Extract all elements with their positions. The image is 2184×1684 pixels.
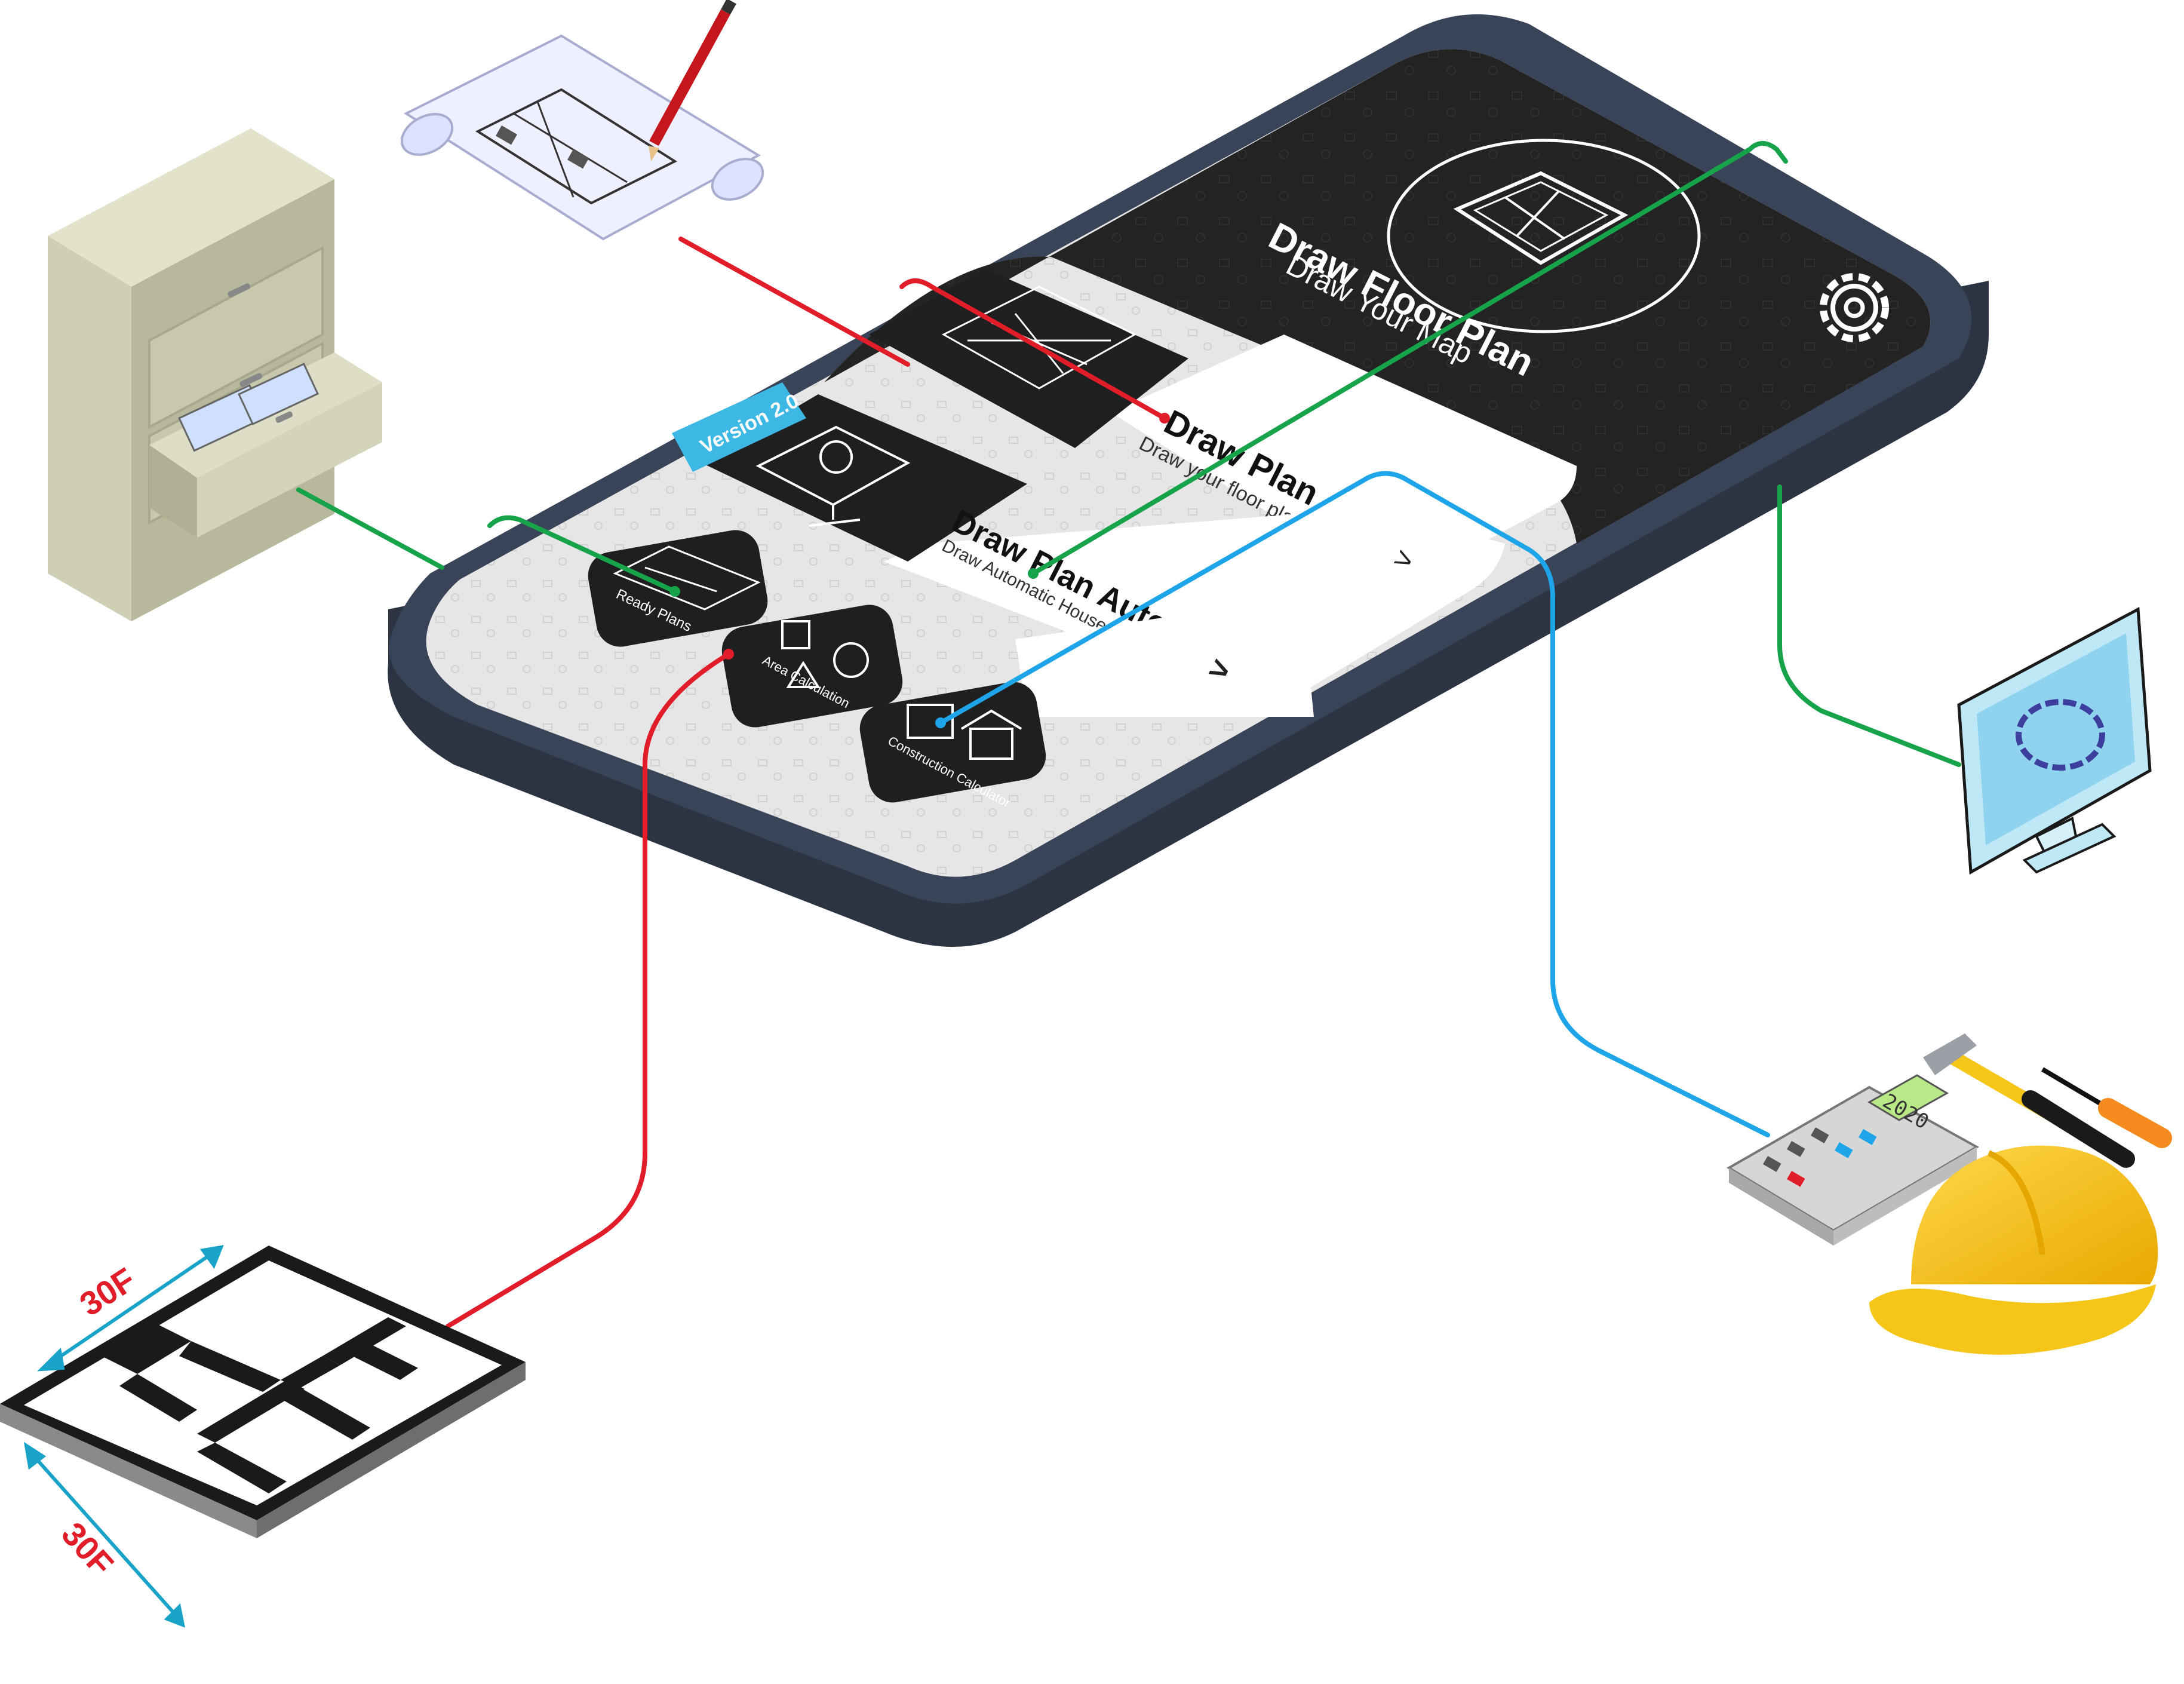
blueprint-scroll-illustration: [400, 0, 764, 241]
calculator-illustration: 2020: [1727, 1074, 1980, 1246]
brain-monitor-icon: [755, 425, 911, 527]
dimension-arrow-left: [23, 1441, 186, 1628]
blueprint-icon: [613, 545, 761, 611]
area-calculation-button[interactable]: Area Calculation: [718, 601, 906, 731]
monitor-illustration: [1957, 606, 2152, 875]
house-sketch-icon: [941, 286, 1137, 389]
connector-green-lines: [296, 141, 1961, 767]
connector-red-lines: [446, 237, 1170, 1329]
gear-icon[interactable]: [1820, 273, 1889, 342]
dimension-label-top: 30F: [73, 1260, 142, 1323]
dimension-label-left: 30F: [54, 1515, 121, 1583]
calculator-house-icon: [907, 704, 1022, 760]
shapes-icon: [781, 620, 869, 688]
filing-cabinet-illustration: [48, 128, 382, 621]
floor-plan-illustration: 30F 30F: [0, 1245, 526, 1628]
hard-hat-icon: [1869, 1145, 2158, 1355]
construction-calculator-button[interactable]: Construction Calculator: [856, 678, 1049, 811]
chevron-row-2[interactable]: >: [1015, 597, 1314, 717]
screwdriver-icon: [2022, 1067, 2172, 1168]
floor-plan-logo-icon: [1387, 139, 1701, 333]
connector-blue-lines: [935, 471, 1770, 1137]
dimension-arrow-top: [37, 1245, 224, 1372]
